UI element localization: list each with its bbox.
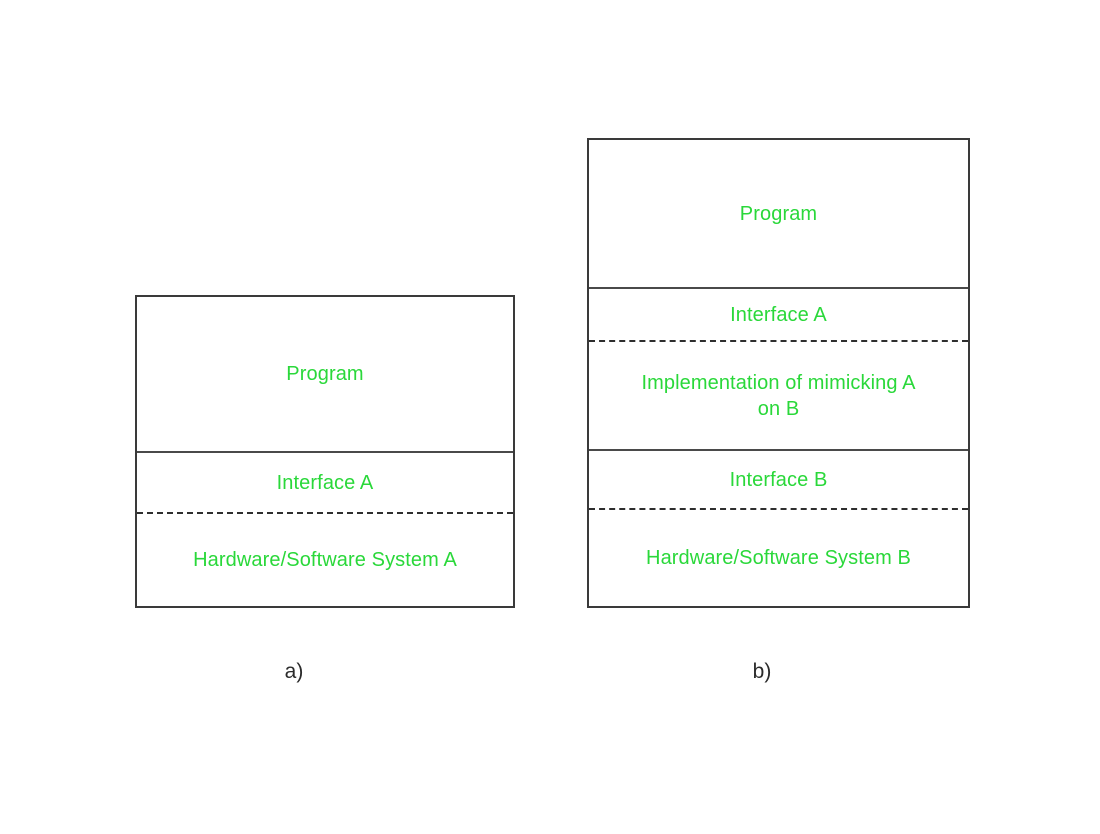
panel-b-band-system-label: Hardware/Software System B	[646, 547, 911, 569]
panel-a-band-interface-label: Interface A	[276, 471, 374, 494]
panel-b-band-program: Program	[589, 140, 968, 287]
panel-a-band-program: Program	[137, 297, 513, 451]
panel-b-band-program-label: Program	[739, 202, 818, 225]
panel-b-band-interface-a-label: Interface A	[730, 303, 827, 326]
panel-a-band-system: Hardware/Software System A	[137, 514, 513, 606]
panel-a-box: Program Interface A Hardware/Software Sy…	[135, 295, 515, 608]
panel-a-band-interface: Interface A	[137, 453, 513, 512]
panel-a-program-interface-rule	[137, 451, 513, 453]
panel-b-program-interfacea-rule	[589, 287, 968, 289]
panel-b-band-interface-b: Interface B	[589, 451, 968, 508]
panel-b-interfaceb-system-rule	[589, 508, 968, 510]
panel-a-band-system-label: Hardware/Software System A	[193, 549, 457, 571]
panel-b-band-system: Hardware/Software System B	[589, 510, 968, 606]
panel-b-band-interface-a: Interface A	[589, 289, 968, 340]
panel-b-box: Program Interface A Implementation of mi…	[587, 138, 970, 608]
panel-b-interfacea-impl-rule	[589, 340, 968, 342]
panel-a-interface-system-rule	[137, 512, 513, 514]
panel-a-caption: a)	[284, 660, 304, 683]
panel-b-band-implementation: Implementation of mimicking A on B	[589, 342, 968, 449]
panel-b-band-implementation-label: Implementation of mimicking A on B	[641, 371, 916, 420]
panel-b-band-interface-b-label: Interface B	[729, 468, 828, 491]
panel-a-band-program-label: Program	[286, 363, 364, 385]
panel-b-caption: b)	[752, 660, 772, 683]
panel-b-impl-interfaceb-rule	[589, 449, 968, 451]
